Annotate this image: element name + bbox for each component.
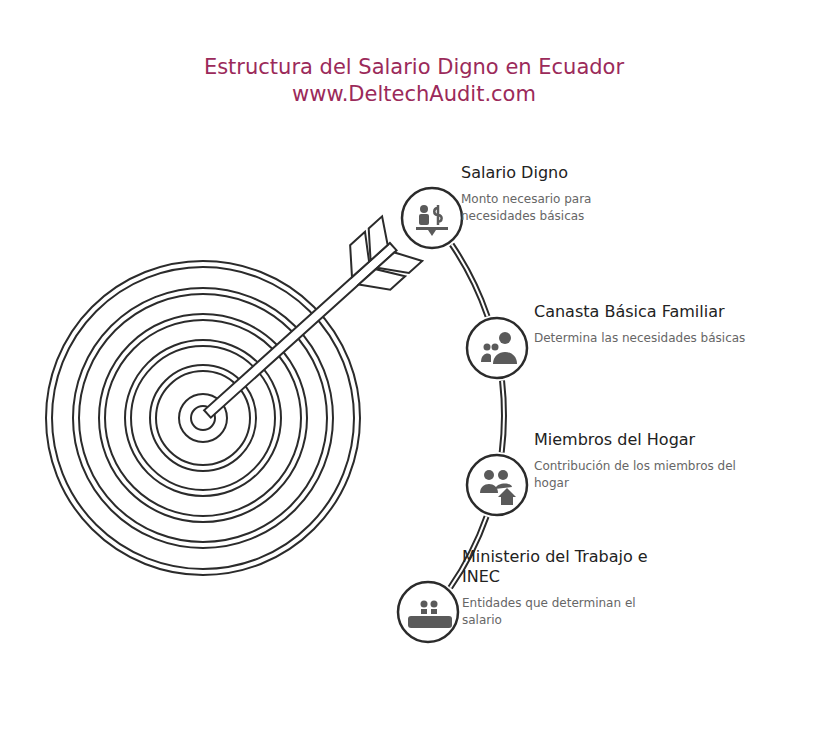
step-node: Ministerio del Trabajo e INECEntidades q… <box>396 580 677 644</box>
step-description: Monto necesario para necesidades básicas <box>461 191 661 225</box>
step-text: Canasta Básica FamiliarDetermina las nec… <box>534 302 749 347</box>
website-label: www.DeltechAudit.com <box>0 82 828 106</box>
step-node: Miembros del HogarContribución de los mi… <box>465 453 744 517</box>
step-text: Miembros del HogarContribución de los mi… <box>534 430 744 492</box>
step-node: Canasta Básica FamiliarDetermina las nec… <box>465 316 749 380</box>
step-node: Salario DignoMonto necesario para necesi… <box>400 186 661 250</box>
arc-connector <box>502 381 504 453</box>
step-text: Ministerio del Trabajo e INEC Entidades q… <box>462 547 677 629</box>
icon-circle <box>465 453 529 517</box>
diagram-title: Estructura del Salario Digno en Ecuador <box>0 55 828 79</box>
icon-circle <box>396 580 460 644</box>
icon-circle <box>465 316 529 380</box>
step-text: Salario DignoMonto necesario para necesi… <box>461 163 661 225</box>
step-heading: Canasta Básica Familiar <box>534 302 749 322</box>
step-description: Contribución de los miembros del hogar <box>534 458 744 492</box>
step-heading: Ministerio del Trabajo e INEC <box>462 547 677 587</box>
icon-circle <box>400 186 464 250</box>
step-heading: Miembros del Hogar <box>534 430 744 450</box>
step-heading: Salario Digno <box>461 163 661 183</box>
step-description: Entidades que determinan el salario <box>462 595 677 629</box>
arc-connector <box>452 244 488 316</box>
step-description: Determina las necesidades básicas <box>534 330 749 347</box>
